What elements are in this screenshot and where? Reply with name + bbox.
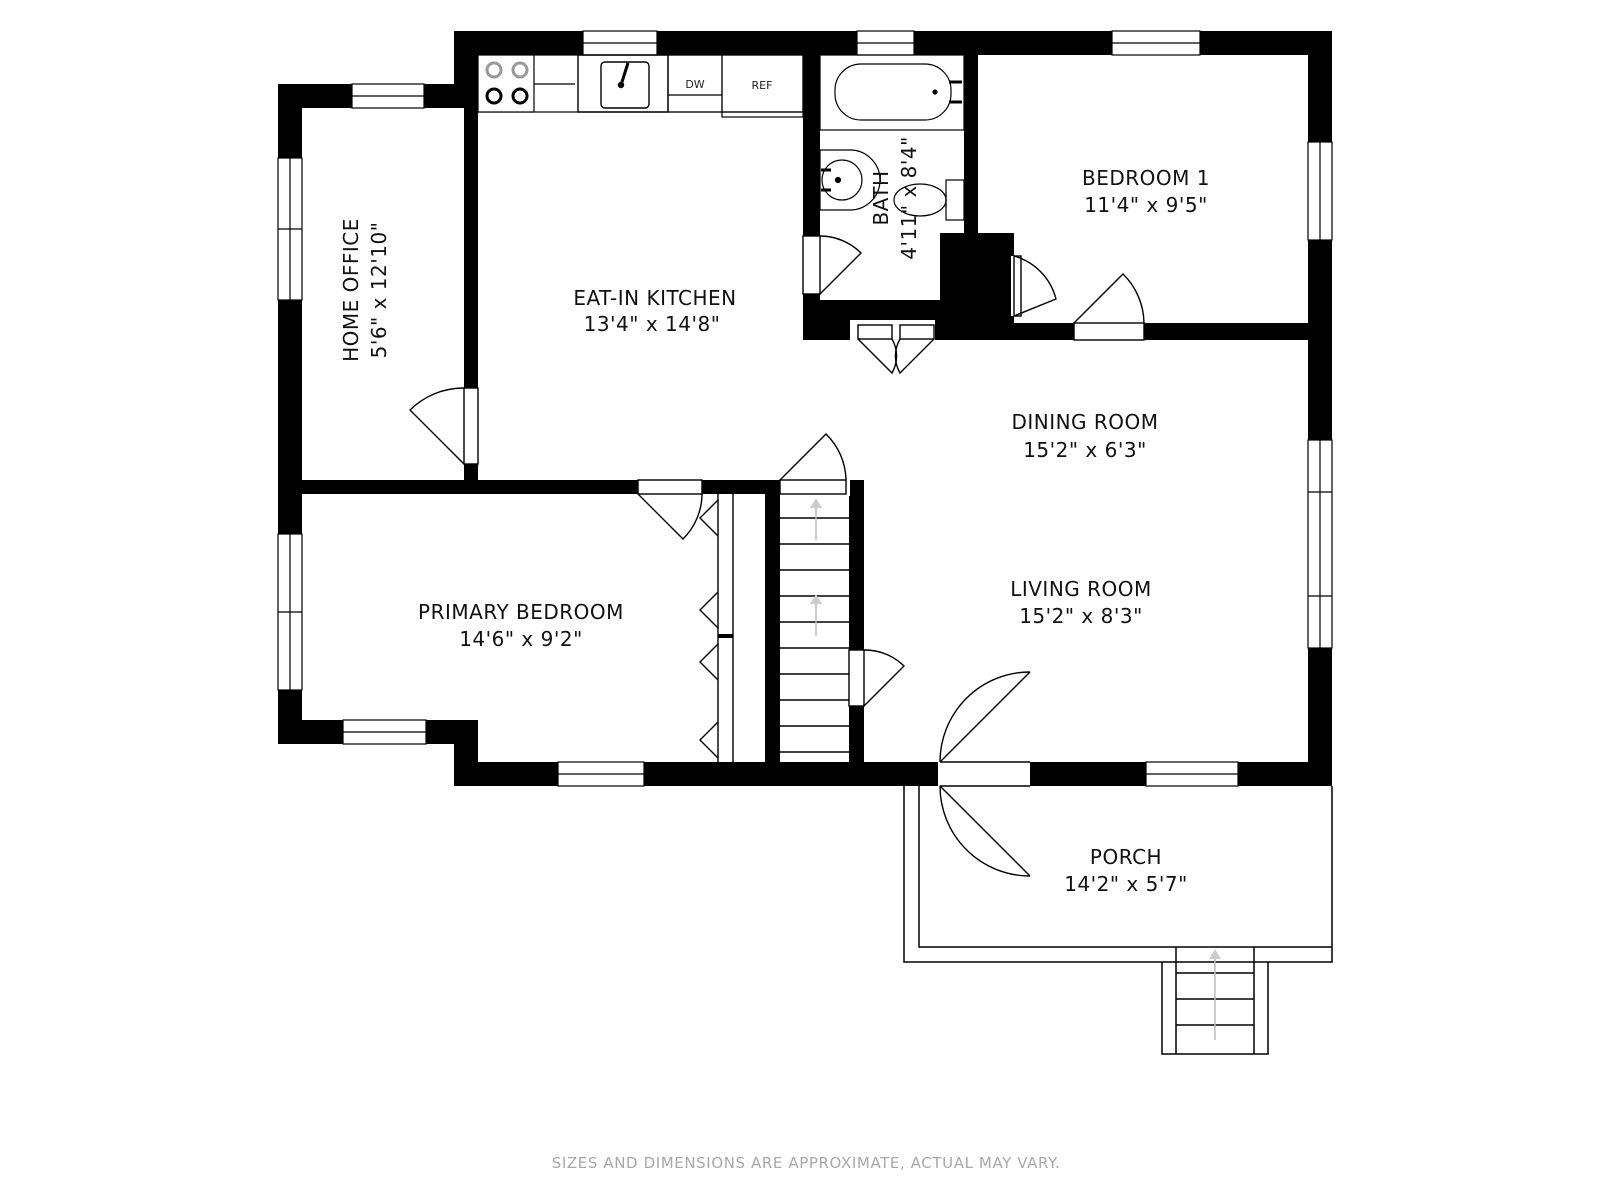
door-swings (409, 235, 1145, 877)
kitchen-sink-icon (577, 54, 669, 113)
room-label-bath: BATH 4'11" x 8'4" (869, 136, 921, 260)
bath-sink-icon (819, 149, 881, 211)
primary-closet (699, 494, 734, 762)
living-name: LIVING ROOM (1010, 577, 1152, 601)
living-dims: 15'2" x 8'3" (1019, 604, 1143, 628)
primary-bedroom-dims: 14'6" x 9'2" (459, 627, 583, 651)
interior-stair (780, 517, 849, 753)
kitchen-name: EAT-IN KITCHEN (573, 286, 736, 310)
dining-name: DINING ROOM (1011, 410, 1158, 434)
refrigerator-label: REF (752, 79, 773, 92)
porch-dims: 14'2" x 5'7" (1064, 872, 1188, 896)
bathtub-icon (819, 54, 965, 131)
room-label-home-office: HOME OFFICE 5'6" x 12'10" (339, 218, 391, 362)
bath-name: BATH (869, 170, 893, 225)
refrigerator-icon (721, 54, 804, 118)
primary-bedroom-name: PRIMARY BEDROOM (418, 600, 624, 624)
bath-dims: 4'11" x 8'4" (897, 136, 921, 260)
dining-dims: 15'2" x 6'3" (1023, 438, 1147, 462)
stair-up-arrows (810, 498, 822, 636)
walls (278, 31, 1332, 786)
porch-name: PORCH (1090, 845, 1162, 869)
kitchen-dims: 13'4" x 14'8" (584, 312, 721, 336)
toilet-icon (893, 179, 965, 221)
windows (277, 30, 1333, 787)
stove-icon (477, 54, 535, 113)
bedroom1-dims: 11'4" x 9'5" (1084, 193, 1208, 217)
home-office-dims: 5'6" x 12'10" (367, 222, 391, 359)
dishwasher-label: DW (685, 78, 704, 91)
porch-outline (903, 786, 1333, 963)
porch-stair-arrow (1209, 949, 1221, 1040)
home-office-name: HOME OFFICE (339, 218, 363, 362)
disclaimer-text: SIZES AND DIMENSIONS ARE APPROXIMATE, AC… (552, 1154, 1060, 1172)
bedroom1-name: BEDROOM 1 (1082, 166, 1210, 190)
